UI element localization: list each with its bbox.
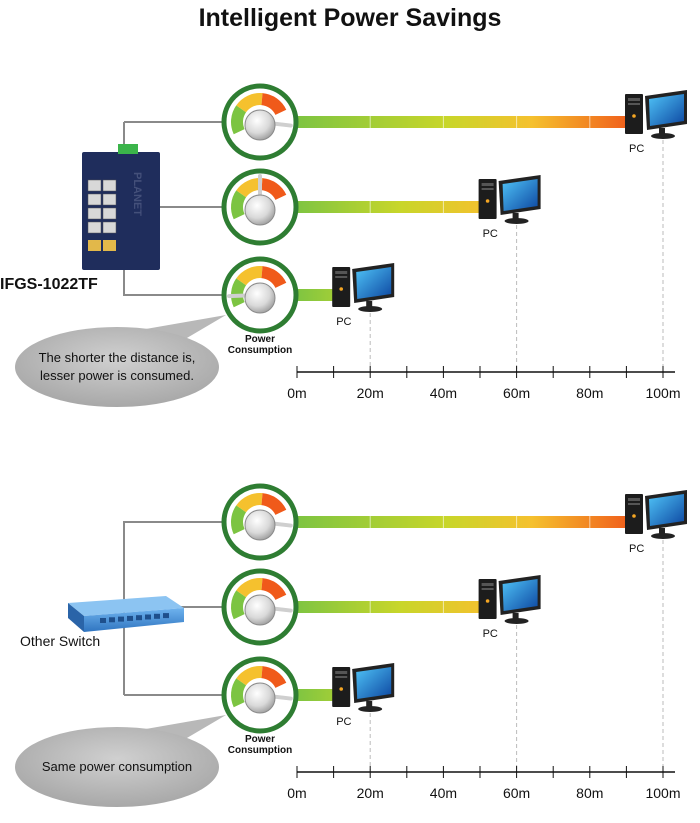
pc-icon bbox=[332, 663, 395, 712]
power-gauge-icon bbox=[221, 656, 299, 734]
power-gauge-icon bbox=[221, 483, 299, 561]
axis-tick-label: 0m bbox=[287, 785, 306, 801]
axis-tick-label: 100m bbox=[645, 385, 680, 401]
axis-tick-label: 20m bbox=[357, 785, 384, 801]
power-gauge-icon bbox=[221, 83, 299, 161]
axis-tick-label: 60m bbox=[503, 385, 530, 401]
power-bar bbox=[294, 116, 633, 128]
gauge-caption: Consumption bbox=[228, 745, 292, 756]
axis-tick-label: 40m bbox=[430, 785, 457, 801]
industrial-switch-icon: PLANET bbox=[82, 144, 160, 270]
desktop-switch-icon bbox=[68, 596, 184, 632]
link-line bbox=[123, 270, 224, 296]
brand-logo: PLANET bbox=[131, 172, 143, 216]
pc-icon bbox=[478, 175, 541, 224]
panel-1: PLANETIFGS-1022TFPCPCPCPowerConsumptionT… bbox=[0, 83, 687, 407]
speech-bubble: Same power consumption bbox=[15, 715, 226, 807]
pc-label: PC bbox=[336, 316, 351, 328]
pc-icon bbox=[625, 490, 687, 539]
pc-label: PC bbox=[629, 543, 644, 555]
pc-icon bbox=[478, 575, 541, 624]
gauge-caption: Power bbox=[245, 734, 275, 745]
gauge-caption: Consumption bbox=[228, 345, 292, 356]
axis-tick-label: 40m bbox=[430, 385, 457, 401]
device-label: Other Switch bbox=[20, 633, 100, 649]
power-bar bbox=[294, 516, 633, 528]
power-bar bbox=[294, 601, 487, 613]
link-line bbox=[123, 521, 224, 695]
axis-tick-label: 20m bbox=[357, 385, 384, 401]
gauge-caption: Power bbox=[245, 334, 275, 345]
power-gauge-icon bbox=[221, 256, 299, 334]
pc-label: PC bbox=[483, 628, 498, 640]
link-line bbox=[123, 121, 224, 150]
bubble-text: lesser power is consumed. bbox=[40, 368, 194, 383]
pc-icon bbox=[332, 263, 395, 312]
axis-tick-label: 80m bbox=[576, 785, 603, 801]
pc-label: PC bbox=[336, 716, 351, 728]
bubble-text: The shorter the distance is, bbox=[39, 350, 196, 365]
pc-label: PC bbox=[483, 228, 498, 240]
power-bar bbox=[294, 201, 487, 213]
power-gauge-icon bbox=[221, 168, 299, 246]
bubble-text: Same power consumption bbox=[42, 759, 192, 774]
pc-icon bbox=[625, 90, 687, 139]
page-title: Intelligent Power Savings bbox=[198, 4, 502, 32]
power-gauge-icon bbox=[221, 568, 299, 646]
pc-label: PC bbox=[629, 143, 644, 155]
axis-tick-label: 60m bbox=[503, 785, 530, 801]
power-bar bbox=[294, 289, 341, 301]
axis-tick-label: 80m bbox=[576, 385, 603, 401]
speech-bubble: The shorter the distance is, lesser power… bbox=[15, 315, 226, 407]
axis-tick-label: 100m bbox=[645, 785, 680, 801]
axis-tick-label: 0m bbox=[287, 385, 306, 401]
device-label: IFGS-1022TF bbox=[0, 276, 98, 293]
power-bar bbox=[294, 689, 341, 701]
